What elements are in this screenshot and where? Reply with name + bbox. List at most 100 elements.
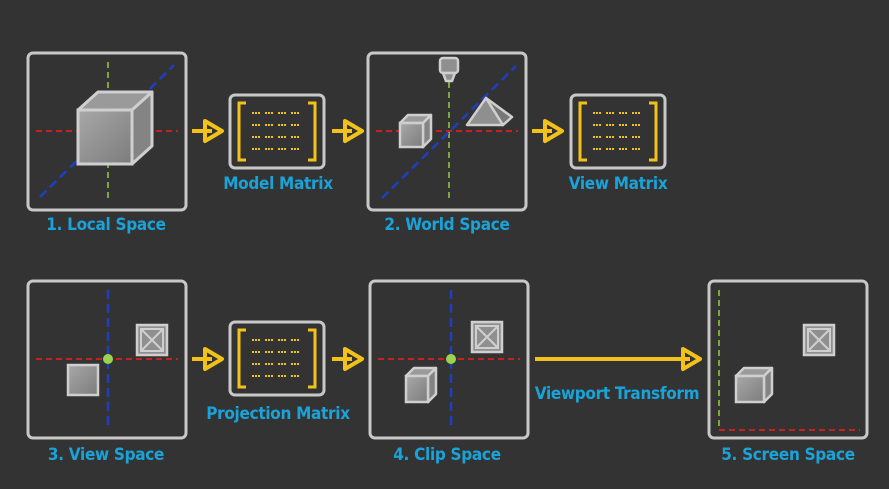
matrix-dot: [281, 351, 283, 353]
matrix-dot: [281, 112, 283, 114]
model-matrix-icon: [228, 93, 326, 170]
matrix-dot: [284, 136, 286, 138]
matrix-dot: [625, 148, 627, 150]
matrix-dot: [255, 148, 257, 150]
matrix-dot: [281, 375, 283, 377]
matrix-dot: [258, 339, 260, 341]
matrix-dot: [297, 124, 299, 126]
matrix-dot: [281, 148, 283, 150]
matrix-dot: [619, 148, 621, 150]
matrix-dot: [612, 148, 614, 150]
matrix-dot: [297, 351, 299, 353]
matrix-dot: [265, 363, 267, 365]
matrix-dot: [278, 375, 280, 377]
matrix-dot: [255, 339, 257, 341]
matrix-dot: [268, 363, 270, 365]
matrix-dot: [596, 148, 598, 150]
matrix-dot: [258, 363, 260, 365]
matrix-dot: [278, 351, 280, 353]
matrix-dot: [291, 375, 293, 377]
arrow-right-icon: [192, 119, 224, 143]
matrix-dot: [284, 339, 286, 341]
matrix-dot: [632, 136, 634, 138]
matrix-dot: [271, 375, 273, 377]
matrix-dot: [291, 124, 293, 126]
matrix-dot: [593, 124, 595, 126]
matrix-dot: [281, 363, 283, 365]
local-space-panel: [26, 51, 188, 212]
cube-icon: [734, 366, 774, 404]
matrix-dot: [606, 136, 608, 138]
arrow-right-icon: [332, 119, 364, 143]
origin-point: [103, 354, 113, 364]
matrix-dot: [268, 124, 270, 126]
matrix-dot: [284, 112, 286, 114]
matrix-dot: [638, 112, 640, 114]
matrix-dot: [632, 124, 634, 126]
matrix-dot: [622, 124, 624, 126]
matrix-dot: [596, 112, 598, 114]
matrix-dot: [268, 148, 270, 150]
matrix-dot: [278, 136, 280, 138]
matrix-dot: [599, 136, 601, 138]
matrix-dot: [252, 339, 254, 341]
matrix-dot: [635, 148, 637, 150]
matrix-dot: [294, 148, 296, 150]
clip-space-label: 4. Clip Space: [393, 445, 501, 465]
arrow-right-icon: [532, 119, 564, 143]
matrix-dot: [622, 112, 624, 114]
screen-space-label: 5. Screen Space: [721, 445, 855, 465]
matrix-dot: [258, 375, 260, 377]
matrix-dot: [265, 339, 267, 341]
matrix-dot: [599, 124, 601, 126]
matrix-dot: [271, 351, 273, 353]
matrix-dot: [281, 339, 283, 341]
matrix-dot: [265, 351, 267, 353]
matrix-dot: [258, 148, 260, 150]
viewport-transform-label: Viewport Transform: [534, 384, 700, 404]
matrix-dot: [609, 112, 611, 114]
box-far-icon: [470, 320, 504, 354]
matrix-dot: [252, 351, 254, 353]
matrix-dot: [606, 124, 608, 126]
matrix-dot: [255, 124, 257, 126]
matrix-dot: [619, 112, 621, 114]
matrix-dot: [606, 112, 608, 114]
projection-matrix-label: Projection Matrix: [206, 404, 350, 424]
screen-space-panel: [707, 279, 869, 440]
matrix-dot: [291, 148, 293, 150]
origin-point: [446, 354, 456, 364]
matrix-dot: [297, 148, 299, 150]
matrix-dot: [297, 363, 299, 365]
matrix-dot: [255, 375, 257, 377]
matrix-dot: [291, 363, 293, 365]
matrix-dot: [284, 124, 286, 126]
box-far-icon: [802, 323, 836, 357]
local-space-label: 1. Local Space: [46, 215, 166, 235]
matrix-dot: [609, 124, 611, 126]
box-near-icon: [66, 363, 100, 397]
matrix-dot: [625, 112, 627, 114]
projection-matrix-icon: [228, 320, 326, 397]
view-matrix-label: View Matrix: [568, 174, 668, 194]
matrix-dot: [255, 363, 257, 365]
view-space-panel: [26, 279, 188, 440]
matrix-dot: [271, 136, 273, 138]
matrix-dot: [297, 339, 299, 341]
matrix-dot: [625, 124, 627, 126]
matrix-dot: [606, 148, 608, 150]
matrix-dot: [612, 136, 614, 138]
matrix-dot: [294, 124, 296, 126]
matrix-dot: [268, 375, 270, 377]
matrix-dot: [265, 136, 267, 138]
matrix-dot: [271, 148, 273, 150]
pyramid-icon: [465, 96, 514, 127]
matrix-dot: [619, 136, 621, 138]
matrix-dot: [297, 375, 299, 377]
matrix-dot: [268, 112, 270, 114]
matrix-dot: [255, 136, 257, 138]
matrix-dot: [632, 112, 634, 114]
matrix-dot: [265, 112, 267, 114]
matrix-dot: [596, 124, 598, 126]
matrix-dot: [625, 136, 627, 138]
